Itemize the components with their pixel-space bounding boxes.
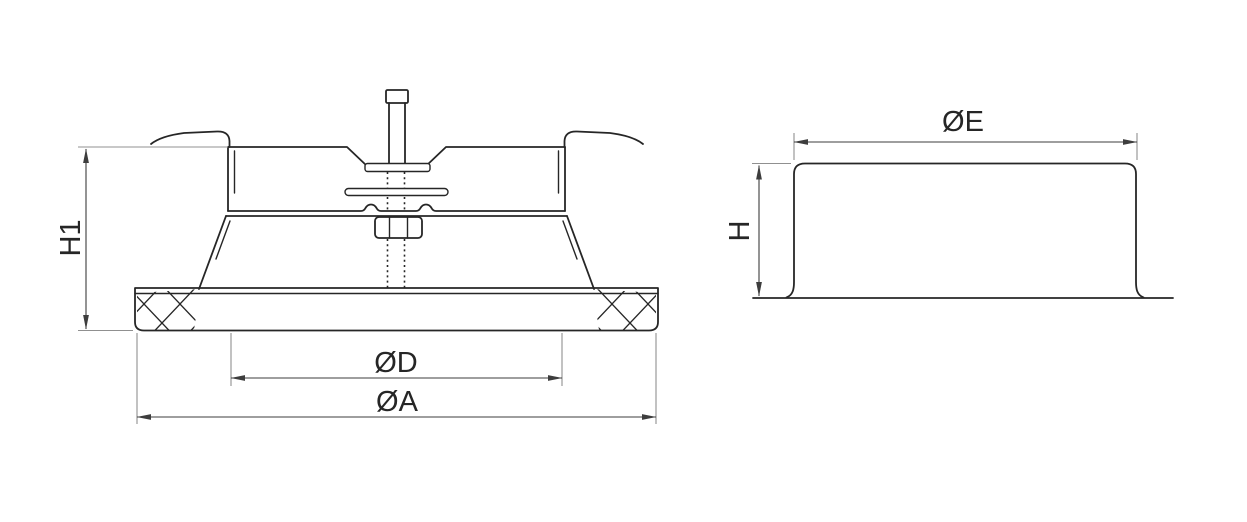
- dim-label-e: ØE: [942, 106, 984, 138]
- dim-a: ØA: [136, 333, 657, 424]
- side-profile-view: ØE H: [724, 106, 1174, 299]
- stem-disc: [344, 187, 449, 197]
- collar-outline: [785, 162, 1145, 299]
- dim-h1: H1: [55, 146, 228, 332]
- stem-nut: [374, 216, 423, 239]
- gasket-hatch-left: [137, 289, 200, 330]
- dim-e: ØE: [793, 106, 1138, 160]
- stem-cap: [385, 89, 409, 104]
- mounting-flange: [134, 287, 659, 332]
- dim-label-h1: H1: [55, 219, 87, 256]
- spring-clip-left: [150, 130, 231, 148]
- dim-label-d: ØD: [374, 347, 418, 379]
- adjusting-stem: [344, 89, 449, 239]
- stem-washer: [364, 162, 431, 173]
- front-section-view: H1 ØD ØA: [55, 89, 659, 424]
- valve-cone: [198, 215, 595, 290]
- gasket-hatch-right: [593, 289, 656, 330]
- dim-label-a: ØA: [376, 386, 419, 418]
- dim-label-h: H: [724, 221, 756, 242]
- dim-d: ØD: [230, 333, 563, 386]
- spring-clip-right: [563, 130, 644, 148]
- valve-disc-body: [150, 130, 644, 217]
- dim-h: H: [724, 162, 791, 297]
